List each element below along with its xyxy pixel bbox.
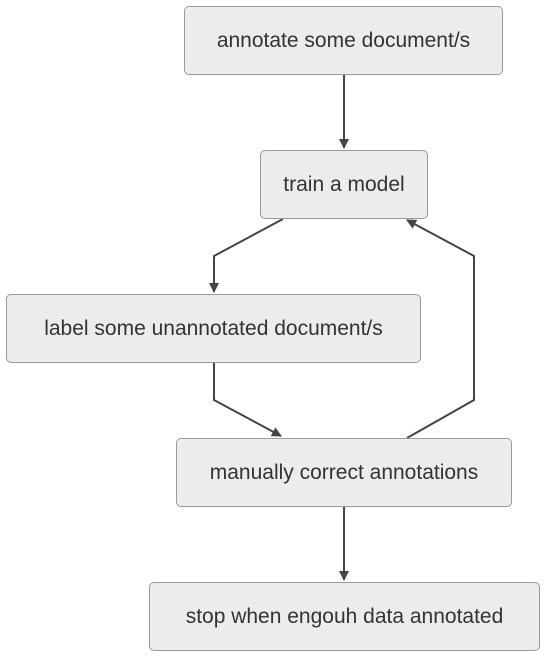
node-label-unannotated: label some unannotated document/s	[6, 294, 421, 363]
node-label: annotate some document/s	[216, 28, 471, 52]
node-train-model: train a model	[260, 150, 428, 219]
node-label: label some unannotated document/s	[44, 316, 383, 340]
edge-label-to-correct	[213, 363, 282, 437]
edge-train-to-label	[209, 218, 284, 293]
edge-correct-to-train	[406, 219, 475, 439]
node-label: stop when engouh data annotated	[185, 604, 504, 628]
node-label: train a model	[283, 172, 405, 196]
node-stop-condition: stop when engouh data annotated	[149, 582, 540, 651]
node-label: manually correct annotations	[209, 460, 479, 484]
node-correct-annotations: manually correct annotations	[176, 438, 512, 507]
node-annotate-documents: annotate some document/s	[184, 6, 503, 75]
